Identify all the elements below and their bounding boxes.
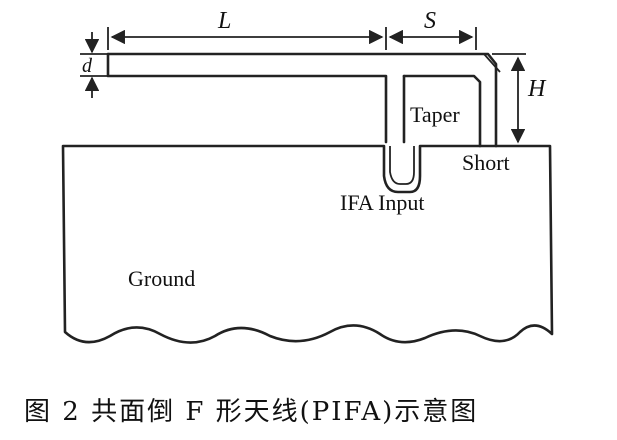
dimension-h-label: H bbox=[527, 76, 547, 102]
feed-label: IFA Input bbox=[340, 190, 425, 215]
ground-label: Ground bbox=[128, 266, 195, 291]
figure-caption: 图 2 共面倒 F 形天线(PIFA)示意图 bbox=[24, 397, 478, 427]
antenna-arm bbox=[106, 52, 498, 148]
antenna-inner-edge bbox=[402, 74, 482, 148]
antenna-arm-lower bbox=[106, 52, 388, 144]
feed-slot bbox=[389, 146, 415, 185]
dimension-s-label: S bbox=[424, 8, 436, 34]
dimension-d-label: d bbox=[82, 55, 93, 77]
dimension-l-label: L bbox=[217, 8, 231, 34]
ground-plane bbox=[61, 144, 554, 344]
short-label: Short bbox=[462, 150, 510, 175]
taper-line bbox=[483, 53, 501, 73]
taper-label: Taper bbox=[410, 102, 460, 127]
